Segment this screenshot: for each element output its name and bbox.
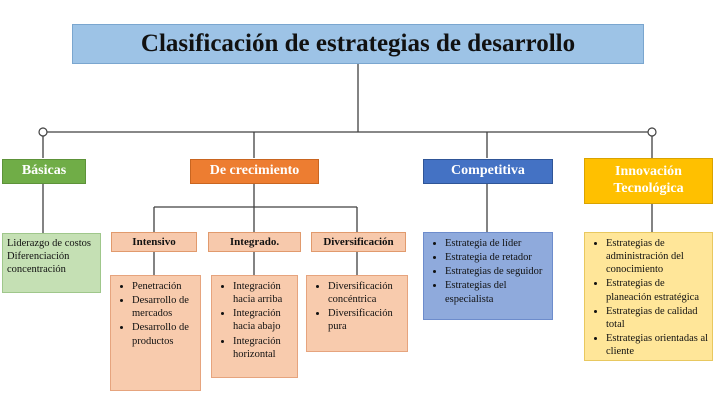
list-item: Estrategia de retador [445, 251, 548, 264]
list-item: Estrategias de administración del conoci… [606, 237, 710, 276]
diagram-title: Clasificación de estrategias de desarrol… [72, 24, 644, 64]
category-innovacion: Innovación Tecnológica [584, 158, 713, 204]
innovacion-list: Estrategias de administración del conoci… [584, 232, 713, 361]
list-item: Estrategias orientadas al cliente [606, 332, 710, 358]
list-item: Estrategia de líder [445, 237, 548, 250]
subcategory-diversificacion: Diversificación [311, 232, 406, 252]
intensivo-list: Penetración Desarrollo de mercados Desar… [110, 275, 201, 391]
list-item: Desarrollo de productos [132, 321, 196, 347]
list-item: Estrategias de seguidor [445, 265, 548, 278]
integrado-list: Integración hacia arriba Integración hac… [211, 275, 298, 378]
list-item: Integración hacia arriba [233, 280, 293, 306]
subcategory-intensivo: Intensivo [111, 232, 197, 252]
category-basicas: Básicas [2, 159, 86, 184]
list-item: Integración horizontal [233, 335, 293, 361]
list-item: Estrategias de calidad total [606, 305, 710, 331]
list-item: Estrategias del especialista [445, 279, 548, 305]
list-item: Liderazgo de costos [7, 238, 91, 249]
list-item: Diversificación pura [328, 307, 403, 333]
category-crecimiento: De crecimiento [190, 159, 319, 184]
list-item: Diferenciación [7, 251, 70, 263]
list-item: Integración hacia abajo [233, 307, 293, 333]
competitiva-list: Estrategia de líder Estrategia de retado… [423, 232, 553, 320]
list-item: Diversificación concéntrica [328, 280, 403, 306]
subcategory-integrado: Integrado. [208, 232, 301, 252]
list-item: Estrategias de planeación estratégica [606, 277, 710, 303]
category-competitiva: Competitiva [423, 159, 553, 184]
diversificacion-list: Diversificación concéntrica Diversificac… [306, 275, 408, 352]
list-item: Desarrollo de mercados [132, 294, 196, 320]
list-item: concentración [7, 264, 66, 276]
list-item: Penetración [132, 280, 196, 293]
basicas-list: Liderazgo de costos Diferenciación conce… [2, 233, 101, 293]
